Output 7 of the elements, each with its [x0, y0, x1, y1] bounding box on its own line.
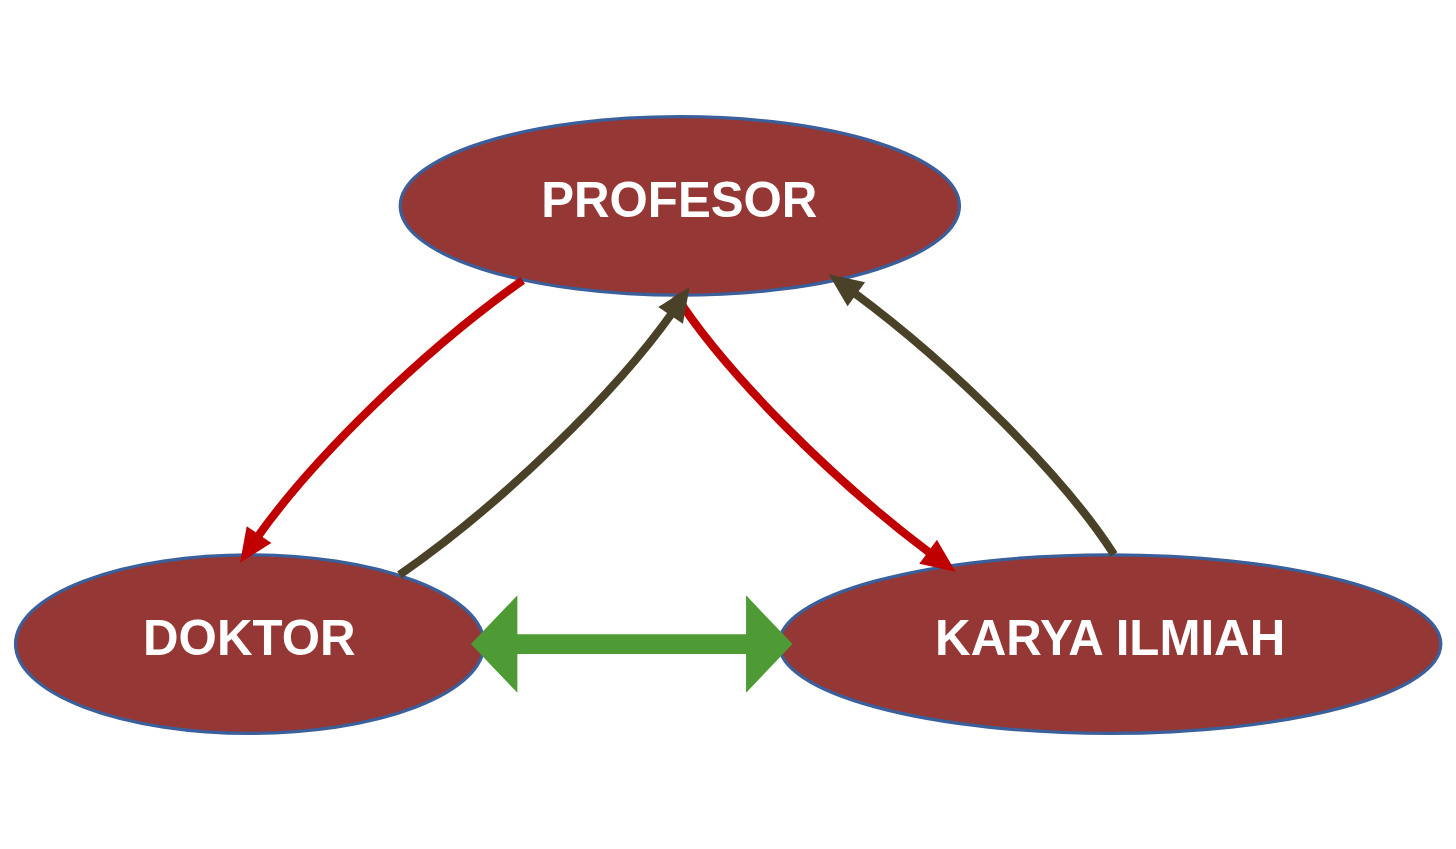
node-ellipse: PROFESOR: [398, 114, 962, 297]
arrow: [397, 286, 690, 578]
arrow: [672, 292, 956, 572]
arrow: [828, 273, 1118, 557]
node-ellipse: DOKTOR: [13, 552, 486, 735]
arrow: [470, 594, 793, 693]
arrow: [240, 276, 526, 563]
